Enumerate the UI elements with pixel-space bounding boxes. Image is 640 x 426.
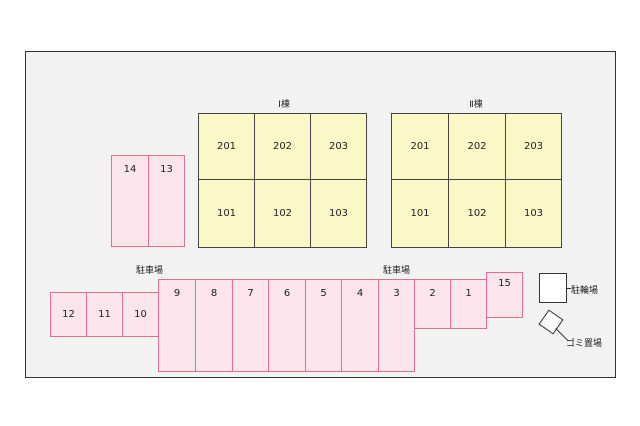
parking-space-13[interactable]: 13 (148, 155, 185, 247)
parking-space-3[interactable]: 3 (378, 279, 415, 372)
parking-space-4[interactable]: 4 (341, 279, 379, 372)
parking-space-7[interactable]: 7 (232, 279, 269, 372)
building-1-room-201[interactable]: 201 (198, 113, 255, 180)
parking-space-6[interactable]: 6 (268, 279, 306, 372)
parking-space-15[interactable]: 15 (486, 272, 523, 318)
bike-parking-box (539, 273, 567, 303)
parking-space-11[interactable]: 11 (86, 292, 123, 337)
building-1-room-103[interactable]: 103 (310, 179, 367, 248)
parking-space-10[interactable]: 10 (122, 292, 159, 337)
building-1-room-203[interactable]: 203 (310, 113, 367, 180)
building-2-room-102[interactable]: 102 (448, 179, 506, 248)
building-1-room-102[interactable]: 102 (254, 179, 311, 248)
bike-parking-leader (567, 288, 571, 289)
building-2-room-202[interactable]: 202 (448, 113, 506, 180)
parking-space-8[interactable]: 8 (195, 279, 233, 372)
parking-space-1[interactable]: 1 (450, 279, 487, 329)
building-2-room-203[interactable]: 203 (505, 113, 562, 180)
parking-label-right: 駐車場 (383, 266, 411, 276)
building-2-room-201[interactable]: 201 (391, 113, 449, 180)
garbage-area-label: ゴミ置場 (566, 339, 603, 349)
parking-space-12[interactable]: 12 (50, 292, 87, 337)
bike-parking-label: 駐輪場 (571, 286, 599, 296)
building-2-label: Ⅱ棟 (469, 100, 483, 110)
building-2-room-101[interactable]: 101 (391, 179, 449, 248)
parking-label-left: 駐車場 (136, 266, 164, 276)
parking-space-5[interactable]: 5 (305, 279, 342, 372)
building-1-room-101[interactable]: 101 (198, 179, 255, 248)
parking-space-14[interactable]: 14 (111, 155, 149, 247)
parking-space-9[interactable]: 9 (158, 279, 196, 372)
building-2-room-103[interactable]: 103 (505, 179, 562, 248)
building-1-room-202[interactable]: 202 (254, 113, 311, 180)
building-1-label: Ⅰ棟 (278, 100, 290, 110)
parking-space-2[interactable]: 2 (414, 279, 451, 329)
